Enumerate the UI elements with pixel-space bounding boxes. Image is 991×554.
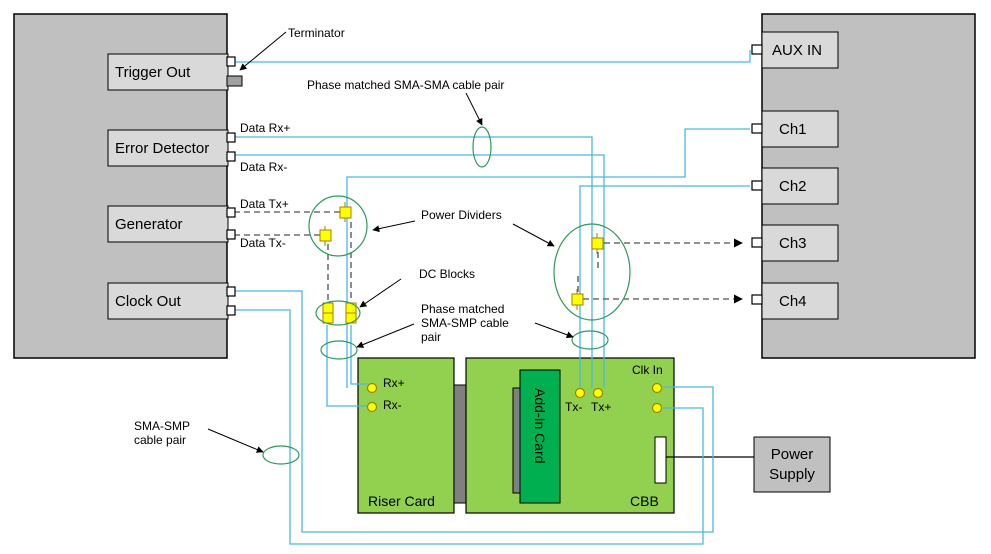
cable-riser-rx-plus — [350, 325, 367, 385]
generator-module — [107, 205, 229, 243]
data-tx-minus-label: Data Tx- — [240, 236, 286, 250]
cbb-tx-minus-label: Tx- — [565, 400, 582, 414]
add-in-card — [519, 369, 561, 504]
sma-sma-pair-ellipse — [472, 126, 492, 168]
riser-rx-minus-label: Rx- — [383, 398, 402, 412]
cable-ch1 — [346, 128, 750, 388]
power-supply: Power Supply — [753, 436, 831, 493]
terminator-label: Terminator — [288, 26, 345, 40]
cable-trigger-aux — [234, 50, 751, 63]
power-supply-line1: Power — [771, 446, 814, 463]
aux-in-box — [761, 31, 839, 69]
cbb-clk-in-label: Clk In — [632, 363, 663, 377]
trigger-out-label: Trigger Out — [115, 64, 191, 81]
clk-in-connector-2 — [651, 402, 663, 414]
tx-minus-connector — [574, 387, 586, 399]
riser-card: Riser Card Rx+ Rx- — [357, 357, 455, 514]
cables — [234, 50, 751, 545]
power-supply-line2: Supply — [769, 466, 815, 483]
data-rx-plus-label: Data Rx+ — [240, 121, 290, 135]
dc-block-ellipse — [315, 300, 361, 326]
power-dividers — [319, 202, 604, 310]
trigger-out-module — [107, 53, 229, 91]
cbb-smp-ellipse — [571, 330, 609, 350]
power-divider-icon — [339, 202, 352, 222]
clock-out-label: Clock Out — [115, 293, 182, 310]
power-divider-icon — [591, 233, 604, 254]
add-in-card-label: Add-In Card — [532, 388, 548, 463]
ch3-box — [761, 224, 839, 262]
phase-matched-sma-sma-label: Phase matched SMA-SMA cable pair — [307, 78, 504, 92]
ch3-label: Ch3 — [779, 235, 807, 252]
data-tx-plus-label: Data Tx+ — [240, 197, 289, 211]
riser-slot-connector — [453, 384, 467, 504]
cbb-title: CBB — [630, 493, 659, 509]
terminator-plug — [226, 75, 243, 87]
ch4-label: Ch4 — [779, 293, 807, 310]
instrument-ports — [226, 44, 763, 316]
ch1-label: Ch1 — [779, 121, 807, 138]
board-connectors — [366, 382, 663, 414]
power-connector — [654, 436, 667, 484]
data-rx-minus-label: Data Rx- — [240, 160, 287, 174]
annotation-arrows — [207, 31, 574, 453]
clock-out-module — [107, 282, 229, 320]
error-detector-label: Error Detector — [115, 140, 209, 157]
rx-plus-connector — [366, 382, 378, 394]
power-dividers-label: Power Dividers — [421, 208, 502, 222]
dashed-paths — [234, 211, 743, 304]
clock-smp-ellipse — [262, 445, 300, 465]
sma-smp-line1: SMA-SMP — [134, 419, 190, 433]
power-divider-ellipse-right — [553, 223, 631, 321]
cable-clock-1 — [234, 290, 714, 533]
tx-plus-connector — [592, 387, 604, 399]
cable-rx-minus — [234, 154, 605, 388]
cbb-board: CBB Clk In Tx- Tx+ Add-In Card — [465, 357, 675, 514]
power-divider-ellipse-left — [308, 195, 368, 257]
rx-minus-connector — [366, 401, 378, 413]
riser-card-title: Riser Card — [368, 493, 435, 509]
phase-matched-sma-smp-line3: pair — [421, 330, 441, 344]
cbb-tx-plus-label: Tx+ — [591, 400, 611, 414]
phase-matched-sma-smp-line2: SMA-SMP cable — [421, 316, 509, 330]
right-instrument: AUX IN Ch1 Ch2 Ch3 Ch4 — [761, 13, 976, 359]
generator-label: Generator — [115, 216, 183, 233]
error-detector-module — [107, 129, 229, 167]
dc-blocks-label: DC Blocks — [419, 267, 475, 281]
annotation-ellipses — [262, 126, 631, 465]
aux-in-label: AUX IN — [772, 42, 822, 59]
cable-ch2 — [579, 185, 750, 388]
cable-riser-rx-minus — [326, 325, 367, 407]
left-instrument: Trigger Out Error Detector Generator Clo… — [13, 13, 229, 359]
riser-rx-plus-label: Rx+ — [383, 376, 405, 390]
power-divider-icon — [571, 289, 584, 310]
power-divider-icon — [319, 226, 332, 246]
ch2-label: Ch2 — [779, 178, 807, 195]
sma-smp-line2: cable pair — [134, 433, 186, 447]
ch4-box — [761, 282, 839, 320]
dc-blocks — [322, 302, 357, 324]
cable-clock-2 — [234, 309, 704, 545]
cable-rx-plus — [234, 136, 593, 388]
clk-in-connector-1 — [651, 382, 663, 394]
riser-smp-ellipse — [320, 340, 358, 360]
phase-matched-sma-smp-line1: Phase matched — [421, 302, 504, 316]
